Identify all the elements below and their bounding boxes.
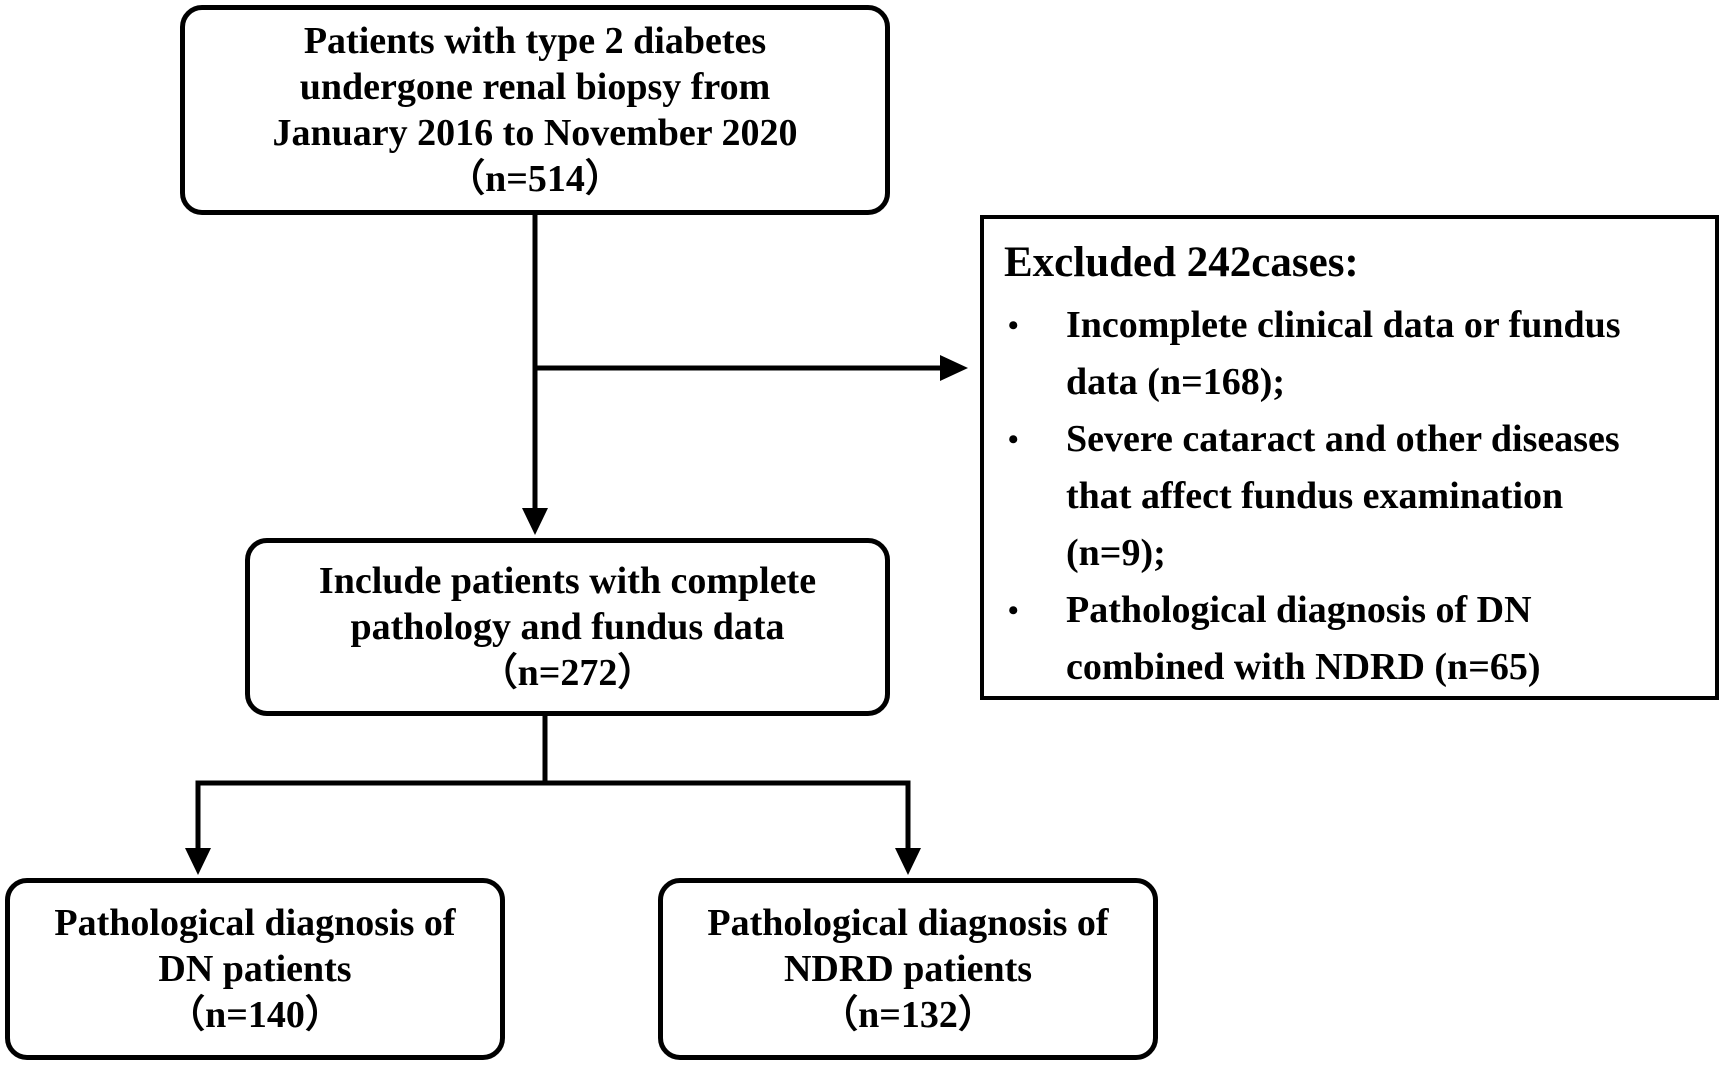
start-line: undergone renal biopsy from <box>299 66 771 108</box>
dn-group-box: Pathological diagnosis of DN patients （n… <box>5 878 505 1060</box>
dn-group-line: Pathological diagnosis of <box>54 902 456 944</box>
dn-group-count: （n=140） <box>167 994 343 1036</box>
excluded-title: Excluded 242cases: <box>1004 239 1359 286</box>
excluded-item-line: (n=9); <box>1066 532 1166 574</box>
excluded-box: Excluded 242cases: • Incomplete clinical… <box>980 215 1719 700</box>
ndrd-group-line: NDRD patients <box>783 948 1033 990</box>
start-line: Patients with type 2 diabetes <box>303 20 767 62</box>
included-count: （n=272） <box>479 652 656 694</box>
excluded-item-line: Pathological diagnosis of DN <box>1066 589 1532 631</box>
bullet-icon: • <box>1008 309 1019 342</box>
included-line: Include patients with complete <box>318 560 817 602</box>
arrow-to-ndrd <box>895 848 921 875</box>
ndrd-group-count: （n=132） <box>820 994 996 1036</box>
start-box: Patients with type 2 diabetes undergone … <box>180 5 890 215</box>
included-line: pathology and fundus data <box>350 606 785 648</box>
excluded-item-line: that affect fundus examination <box>1066 475 1564 517</box>
start-count: （n=514） <box>447 158 623 200</box>
ndrd-group-box: Pathological diagnosis of NDRD patients … <box>658 878 1158 1060</box>
included-box: Include patients with complete pathology… <box>245 538 890 716</box>
dn-group-line: DN patients <box>158 948 352 990</box>
excluded-item-line: combined with NDRD (n=65) <box>1066 646 1541 688</box>
arrow-to-included <box>522 508 548 535</box>
arrow-to-dn <box>185 848 211 875</box>
bullet-icon: • <box>1008 594 1019 627</box>
excluded-item-line: Severe cataract and other diseases <box>1066 418 1620 460</box>
bullet-icon: • <box>1008 423 1019 456</box>
start-line: January 2016 to November 2020 <box>272 112 798 154</box>
arrow-to-excluded <box>940 355 968 381</box>
excluded-item: • Severe cataract and other diseases tha… <box>1004 411 1695 582</box>
excluded-item-line: data (n=168); <box>1066 361 1286 403</box>
excluded-item: • Pathological diagnosis of DN combined … <box>1004 582 1695 696</box>
excluded-item: • Incomplete clinical data or fundus dat… <box>1004 297 1695 411</box>
ndrd-group-line: Pathological diagnosis of <box>707 902 1109 944</box>
excluded-item-line: Incomplete clinical data or fundus <box>1066 304 1621 346</box>
